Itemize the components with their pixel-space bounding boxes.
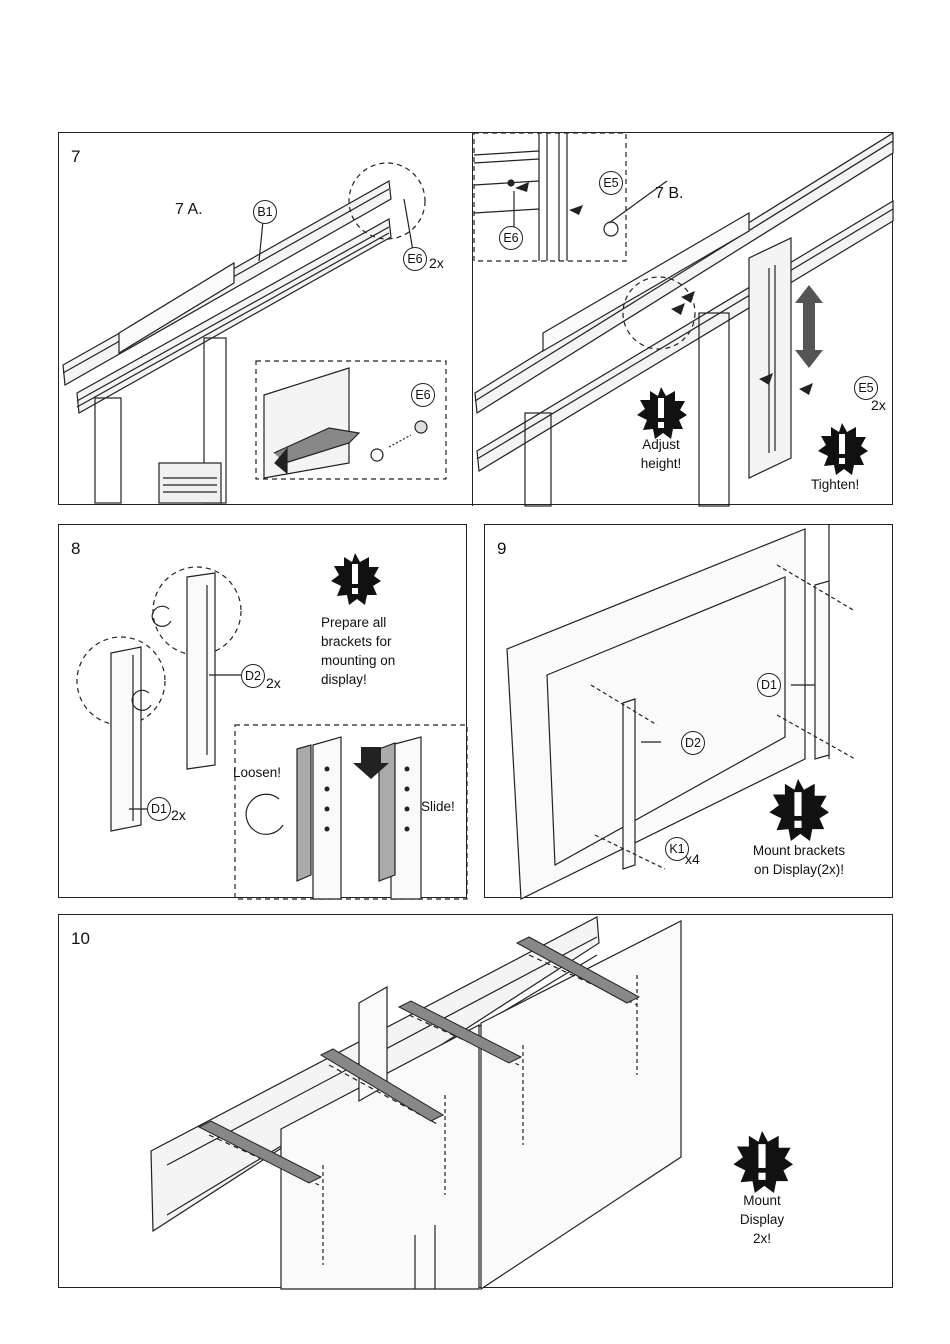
panel-step-8: 8 D2 2x D1 2x — [58, 524, 467, 898]
quantity-e6: 2x — [429, 255, 444, 271]
note-slide: Slide! — [421, 797, 455, 816]
panel-step-7: 7 7 A. 7 B. — [58, 132, 893, 505]
note-line: mounting on — [321, 651, 395, 670]
part-badge-e6-inset: E6 — [411, 383, 435, 407]
warning-starburst-icon — [816, 423, 868, 475]
warning-starburst-icon — [635, 387, 687, 439]
note-line: 2x! — [725, 1229, 799, 1248]
warning-starburst-icon — [731, 1131, 793, 1193]
illustration-brackets — [59, 525, 468, 899]
note-line: Mount brackets — [737, 841, 861, 860]
note-line: Adjust — [629, 435, 693, 454]
part-badge-b1: B1 — [253, 200, 277, 224]
note-line: Display — [725, 1210, 799, 1229]
quantity-e5: 2x — [871, 397, 886, 413]
note-line: Mount — [725, 1191, 799, 1210]
note-adjust-height: Adjust height! — [629, 435, 693, 473]
note-tighten: Tighten! — [811, 475, 859, 494]
part-badge-d1: D1 — [147, 797, 171, 821]
part-badge-d2: D2 — [681, 731, 705, 755]
note-loosen: Loosen! — [233, 763, 281, 782]
note-line: Prepare all — [321, 613, 395, 632]
panel-step-9: 9 D1 D2 K1 x4 Mount brackets on Display(… — [484, 524, 893, 898]
quantity-k1: x4 — [685, 851, 700, 867]
note-line: height! — [629, 454, 693, 473]
quantity-d2: 2x — [266, 675, 281, 691]
warning-starburst-icon — [767, 779, 829, 841]
note-line: brackets for — [321, 632, 395, 651]
quantity-d1: 2x — [171, 807, 186, 823]
note-mount-display: Mount Display 2x! — [725, 1191, 799, 1248]
warning-starburst-icon — [329, 553, 381, 605]
part-badge-d2: D2 — [241, 664, 265, 688]
part-badge-e5-detail: E5 — [599, 171, 623, 195]
note-line: display! — [321, 670, 395, 689]
part-badge-e6: E6 — [403, 247, 427, 271]
note-line: on Display(2x)! — [737, 860, 861, 879]
panel-step-10: 10 Mount — [58, 914, 893, 1288]
part-badge-d1: D1 — [757, 673, 781, 697]
note-prepare-brackets: Prepare all brackets for mounting on dis… — [321, 613, 395, 689]
note-mount-brackets: Mount brackets on Display(2x)! — [737, 841, 861, 879]
illustration-rail-frame — [59, 133, 894, 506]
part-badge-e6-detail: E6 — [499, 226, 523, 250]
